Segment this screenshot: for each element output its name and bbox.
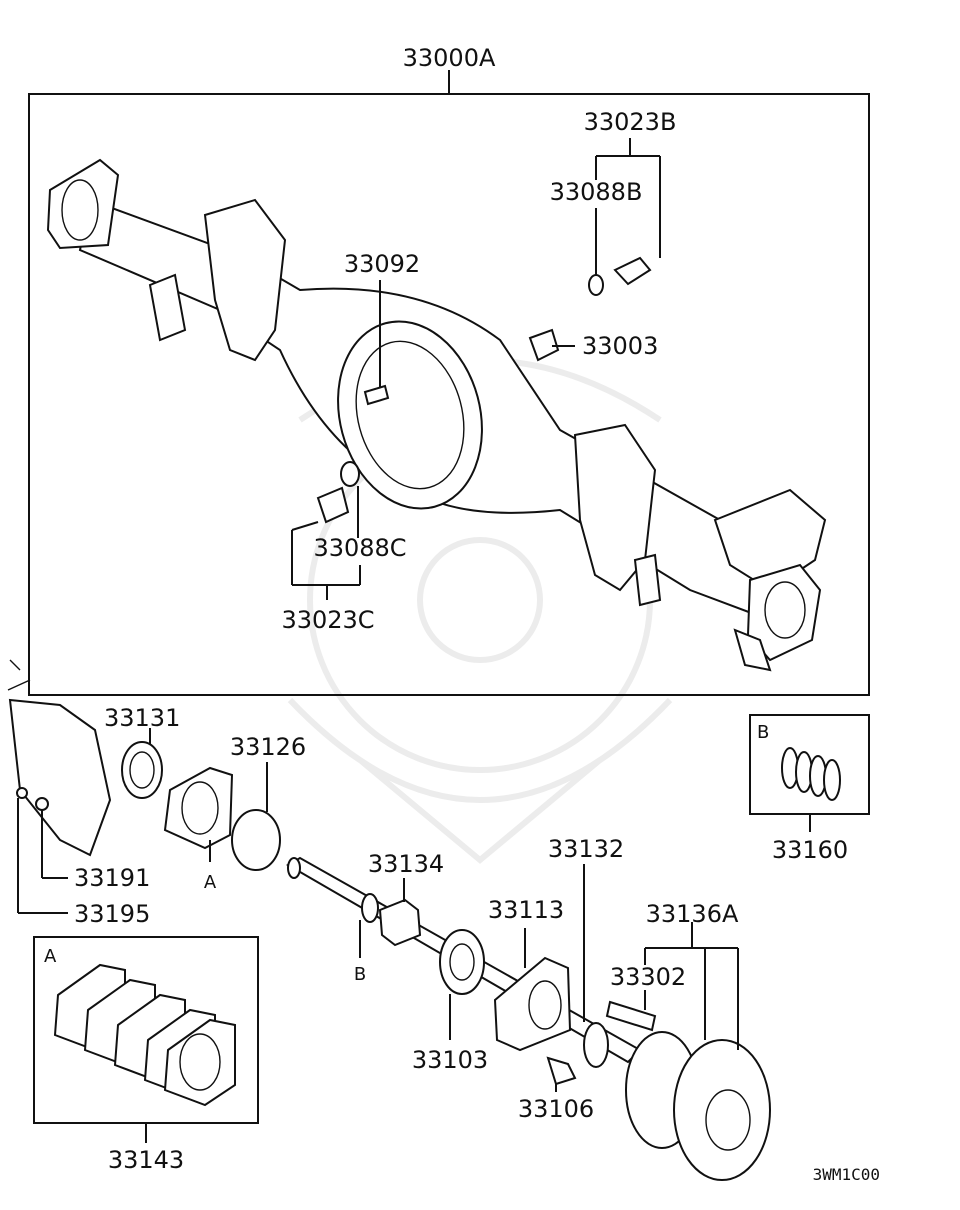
callout-33103: 33103 <box>412 1046 488 1074</box>
callout-33088b: 33088B <box>550 178 643 206</box>
callout-33136a: 33136A <box>646 900 739 928</box>
callout-33134: 33134 <box>368 850 444 878</box>
collar-33134 <box>378 898 422 947</box>
callout-33143: 33143 <box>108 1146 184 1174</box>
callout-33092: 33092 <box>344 250 420 278</box>
housing-end-detail: 33131 33191 33195 <box>7 659 180 928</box>
housing-end <box>8 698 112 857</box>
callout-33003: 33003 <box>582 332 658 360</box>
callout-33302: 33302 <box>610 963 686 991</box>
callout-33106: 33106 <box>518 1095 594 1123</box>
plug-33023c <box>316 486 350 524</box>
plug-33023b <box>613 256 652 286</box>
ref-marker-a: A <box>204 872 217 893</box>
seal-33131 <box>121 741 163 799</box>
box-a-title: A <box>44 946 57 967</box>
breather-33003 <box>528 328 560 362</box>
axle-shaft-assembly: B 33134 33103 33113 33132 33106 33302 <box>286 835 771 1181</box>
nut-33195 <box>16 787 28 799</box>
right-spring-seat <box>573 423 657 592</box>
ring-b <box>361 893 379 923</box>
callout-33023b: 33023B <box>584 108 677 136</box>
callout-33195: 33195 <box>74 900 150 928</box>
washer-33088c <box>340 461 360 487</box>
drawing-code: 3WM1C00 <box>813 1165 880 1184</box>
shim-set-a: A 33143 <box>33 936 259 1174</box>
callout-33126: 33126 <box>230 733 306 761</box>
callout-33088c: 33088C <box>313 534 406 562</box>
left-spring-seat <box>203 198 287 362</box>
bolt-33106 <box>546 1056 577 1086</box>
gasket-group: A 33126 <box>163 733 306 893</box>
washer-33088b <box>588 274 604 296</box>
retainer-33113 <box>493 956 572 1052</box>
washer-33191 <box>35 797 49 811</box>
callout-33131: 33131 <box>104 704 180 732</box>
bolt-33092 <box>363 384 390 406</box>
bearing-33103 <box>439 929 485 995</box>
hub-bolt-33302 <box>605 1000 657 1032</box>
left-flange <box>46 158 120 250</box>
callout-33132: 33132 <box>548 835 624 863</box>
gasket-a <box>163 766 234 850</box>
seal-33132 <box>583 1022 609 1068</box>
callout-33191: 33191 <box>74 864 150 892</box>
box-b-title: B <box>757 722 769 743</box>
axle-housing-assembly: 33000A 33092 33023B 33088B <box>28 44 870 696</box>
ref-marker-b: B <box>354 964 366 985</box>
callout-33023c: 33023C <box>281 606 374 634</box>
carrier-opening <box>337 320 483 510</box>
shim-set-b: B 33160 <box>749 714 870 864</box>
o-ring-33126 <box>231 809 281 871</box>
callout-33000a: 33000A <box>403 44 496 72</box>
callout-33160: 33160 <box>772 836 848 864</box>
callout-33113: 33113 <box>488 896 564 924</box>
hub-33136a <box>673 1039 771 1181</box>
